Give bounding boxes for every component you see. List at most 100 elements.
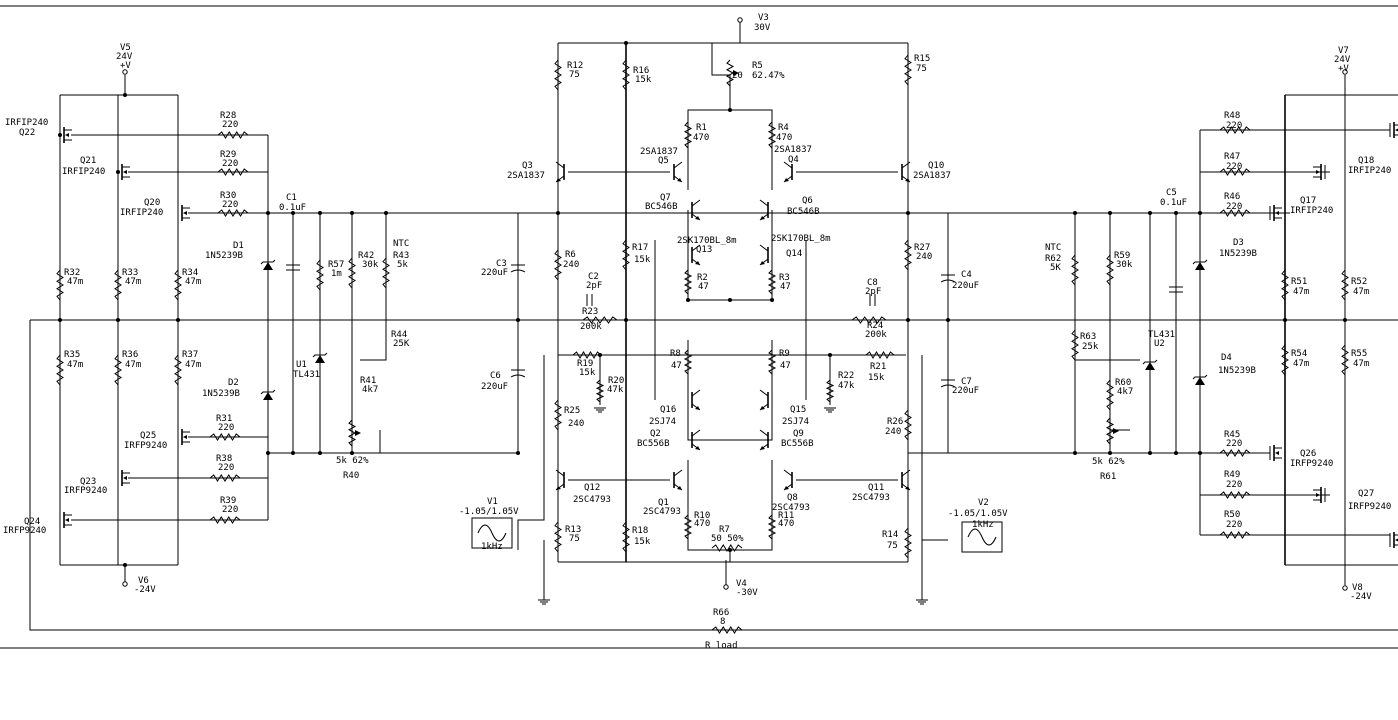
resistor bbox=[217, 131, 249, 139]
fet-arrow bbox=[1395, 128, 1398, 132]
label-r24: R24 bbox=[867, 321, 883, 331]
label-v3: V3 bbox=[758, 13, 769, 23]
resistor-zigzag bbox=[622, 59, 630, 91]
diode-body bbox=[263, 262, 273, 270]
resistor bbox=[683, 269, 693, 295]
transistor-arrow bbox=[695, 406, 700, 410]
label-v7p: +V bbox=[1338, 64, 1349, 74]
label-v5: V5 bbox=[120, 43, 131, 53]
label-r16v: 15k bbox=[635, 75, 652, 85]
label-q8: Q8 bbox=[787, 493, 798, 503]
label-u2: U2 bbox=[1154, 339, 1165, 349]
junction-dot bbox=[350, 211, 354, 215]
label-r57: R57 bbox=[328, 260, 344, 270]
resistor-zigzag bbox=[348, 257, 356, 289]
label-r47: R47 bbox=[1224, 152, 1240, 162]
bjt-q3 bbox=[555, 161, 565, 183]
label-v3v: 30V bbox=[754, 23, 771, 33]
resistor bbox=[1281, 269, 1289, 301]
resistor-zigzag bbox=[217, 209, 249, 217]
junction-dot bbox=[318, 451, 322, 455]
label-r12: R12 bbox=[567, 61, 583, 71]
resistor-zigzag bbox=[1219, 126, 1251, 134]
diode-bar bbox=[1192, 259, 1208, 265]
electrolytic-capacitor bbox=[940, 379, 956, 388]
transistor-lead bbox=[759, 199, 769, 207]
fet-arrow bbox=[123, 476, 127, 480]
resistor-zigzag bbox=[114, 269, 122, 301]
label-q23n: IRFP9240 bbox=[64, 486, 107, 496]
resistor-zigzag bbox=[554, 399, 562, 431]
junction-dot bbox=[350, 451, 354, 455]
ground-symbol bbox=[916, 599, 928, 605]
resistor-zigzag bbox=[209, 474, 241, 482]
label-q5: Q5 bbox=[658, 156, 669, 166]
label-r41: R41 bbox=[360, 376, 376, 386]
junction-dot bbox=[291, 211, 295, 215]
bjt-q5 bbox=[673, 161, 683, 183]
cap-plate bbox=[510, 269, 526, 273]
label-r48v: 220 bbox=[1226, 121, 1242, 131]
label-r28: R28 bbox=[220, 111, 236, 121]
resistor bbox=[1219, 209, 1251, 217]
resistor-zigzag bbox=[174, 269, 182, 301]
label-r15v: 75 bbox=[916, 64, 927, 74]
label-q20: Q20 bbox=[144, 198, 160, 208]
resistor-zigzag bbox=[865, 351, 895, 359]
resistor bbox=[904, 54, 912, 86]
label-r63v: 25k bbox=[1082, 342, 1099, 352]
zener-diode bbox=[260, 259, 276, 270]
label-r63: R63 bbox=[1080, 332, 1096, 342]
label-c2: C2 bbox=[588, 272, 599, 282]
source-box bbox=[471, 517, 513, 549]
resistor bbox=[1219, 531, 1251, 539]
label-r19v: 15k bbox=[579, 368, 596, 378]
fet-arrow bbox=[1275, 211, 1279, 215]
wire bbox=[711, 43, 730, 76]
resistor-zigzag bbox=[217, 168, 249, 176]
label-q7n: BC546B bbox=[645, 202, 678, 212]
resistor bbox=[865, 351, 895, 359]
resistor-zigzag bbox=[114, 354, 122, 386]
transistor-arrow bbox=[760, 261, 765, 265]
transistor-arrow bbox=[760, 216, 765, 220]
transistor-lead bbox=[901, 161, 911, 169]
label-r12v: 75 bbox=[569, 70, 580, 80]
junction-dot bbox=[516, 451, 520, 455]
label-d4: D4 bbox=[1221, 353, 1232, 363]
label-c1: C1 bbox=[286, 193, 297, 203]
junction-dot bbox=[1174, 451, 1178, 455]
resistor-zigzag bbox=[904, 239, 912, 271]
resistor bbox=[767, 514, 777, 540]
transistor-arrow bbox=[695, 216, 700, 220]
label-q25n: IRFP9240 bbox=[124, 441, 167, 451]
mosfet-right-edge bbox=[1389, 532, 1398, 548]
label-r66: R66 bbox=[713, 608, 729, 618]
zener-diode bbox=[1192, 259, 1208, 270]
label-r20v: 47k bbox=[607, 385, 624, 395]
transistor-arrow bbox=[556, 178, 561, 182]
label-r57v: 1m bbox=[331, 269, 342, 279]
capacitor bbox=[1169, 286, 1183, 293]
resistor bbox=[56, 269, 64, 301]
label-v1: V1 bbox=[487, 497, 498, 507]
label-r59v: 30k bbox=[1116, 260, 1133, 270]
resistor-zigzag bbox=[1281, 269, 1289, 301]
resistor bbox=[1071, 254, 1079, 286]
resistor bbox=[683, 514, 693, 540]
label-q9n: BC556B bbox=[781, 439, 814, 449]
label-ntc1: NTC bbox=[393, 239, 409, 249]
label-r43v: 5k bbox=[397, 260, 408, 270]
resistor bbox=[767, 269, 777, 295]
label-r37v: 47m bbox=[185, 360, 201, 370]
transistor-lead bbox=[673, 469, 683, 477]
label-r14: R14 bbox=[882, 530, 898, 540]
resistor-zigzag bbox=[1071, 329, 1079, 361]
label-v6v: -24V bbox=[134, 585, 156, 595]
transistor-arrow bbox=[695, 446, 700, 450]
resistor-zigzag bbox=[174, 354, 182, 386]
bjt-q4 bbox=[783, 161, 793, 183]
label-v2: V2 bbox=[978, 498, 989, 508]
label-r26v: 240 bbox=[885, 427, 901, 437]
resistor-zigzag bbox=[217, 131, 249, 139]
